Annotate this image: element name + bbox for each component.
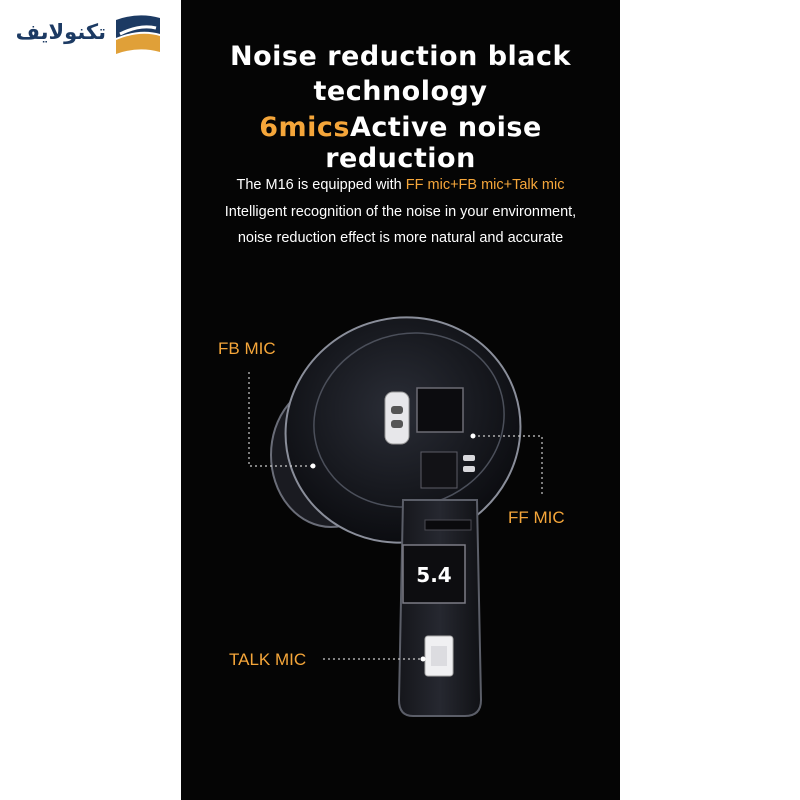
brand-name: تکنولایف xyxy=(15,20,106,44)
product-banner: Noise reduction black technology 6micsAc… xyxy=(181,0,620,800)
description-accent: FF mic+FB mic+Talk mic xyxy=(405,177,565,193)
ff-mic-sensor xyxy=(384,391,410,445)
headline-line-3: 6micsActive noise reduction xyxy=(181,112,620,174)
fb-mic-leader-line xyxy=(248,372,313,467)
bluetooth-chip xyxy=(402,544,466,604)
description-line-2: Intelligent recognition of the noise in … xyxy=(224,204,577,220)
headline-line-1: Noise reduction black xyxy=(230,41,571,72)
talk-mic-label: TALK MIC xyxy=(229,650,307,669)
headline-line-2: technology xyxy=(313,76,488,107)
earbud-stem xyxy=(397,499,483,717)
description-prefix: The M16 is equipped with xyxy=(236,177,406,193)
technolife-logo-icon xyxy=(116,15,160,54)
headline-accent: 6mics xyxy=(259,112,350,143)
description-line-3: noise reduction effect is more natural a… xyxy=(237,230,564,246)
ff-mic-label: FF MIC xyxy=(508,508,565,527)
earbud-illustration: 5.4 xyxy=(248,316,543,717)
brand-logo: تکنولایف xyxy=(15,12,160,56)
headline-rest: Active noise reduction xyxy=(325,112,542,174)
fb-mic-label: FB MIC xyxy=(218,339,276,358)
description-line-1: The M16 is equipped with FF mic+FB mic+T… xyxy=(181,177,620,193)
chip-label: 5.4 xyxy=(416,563,451,587)
